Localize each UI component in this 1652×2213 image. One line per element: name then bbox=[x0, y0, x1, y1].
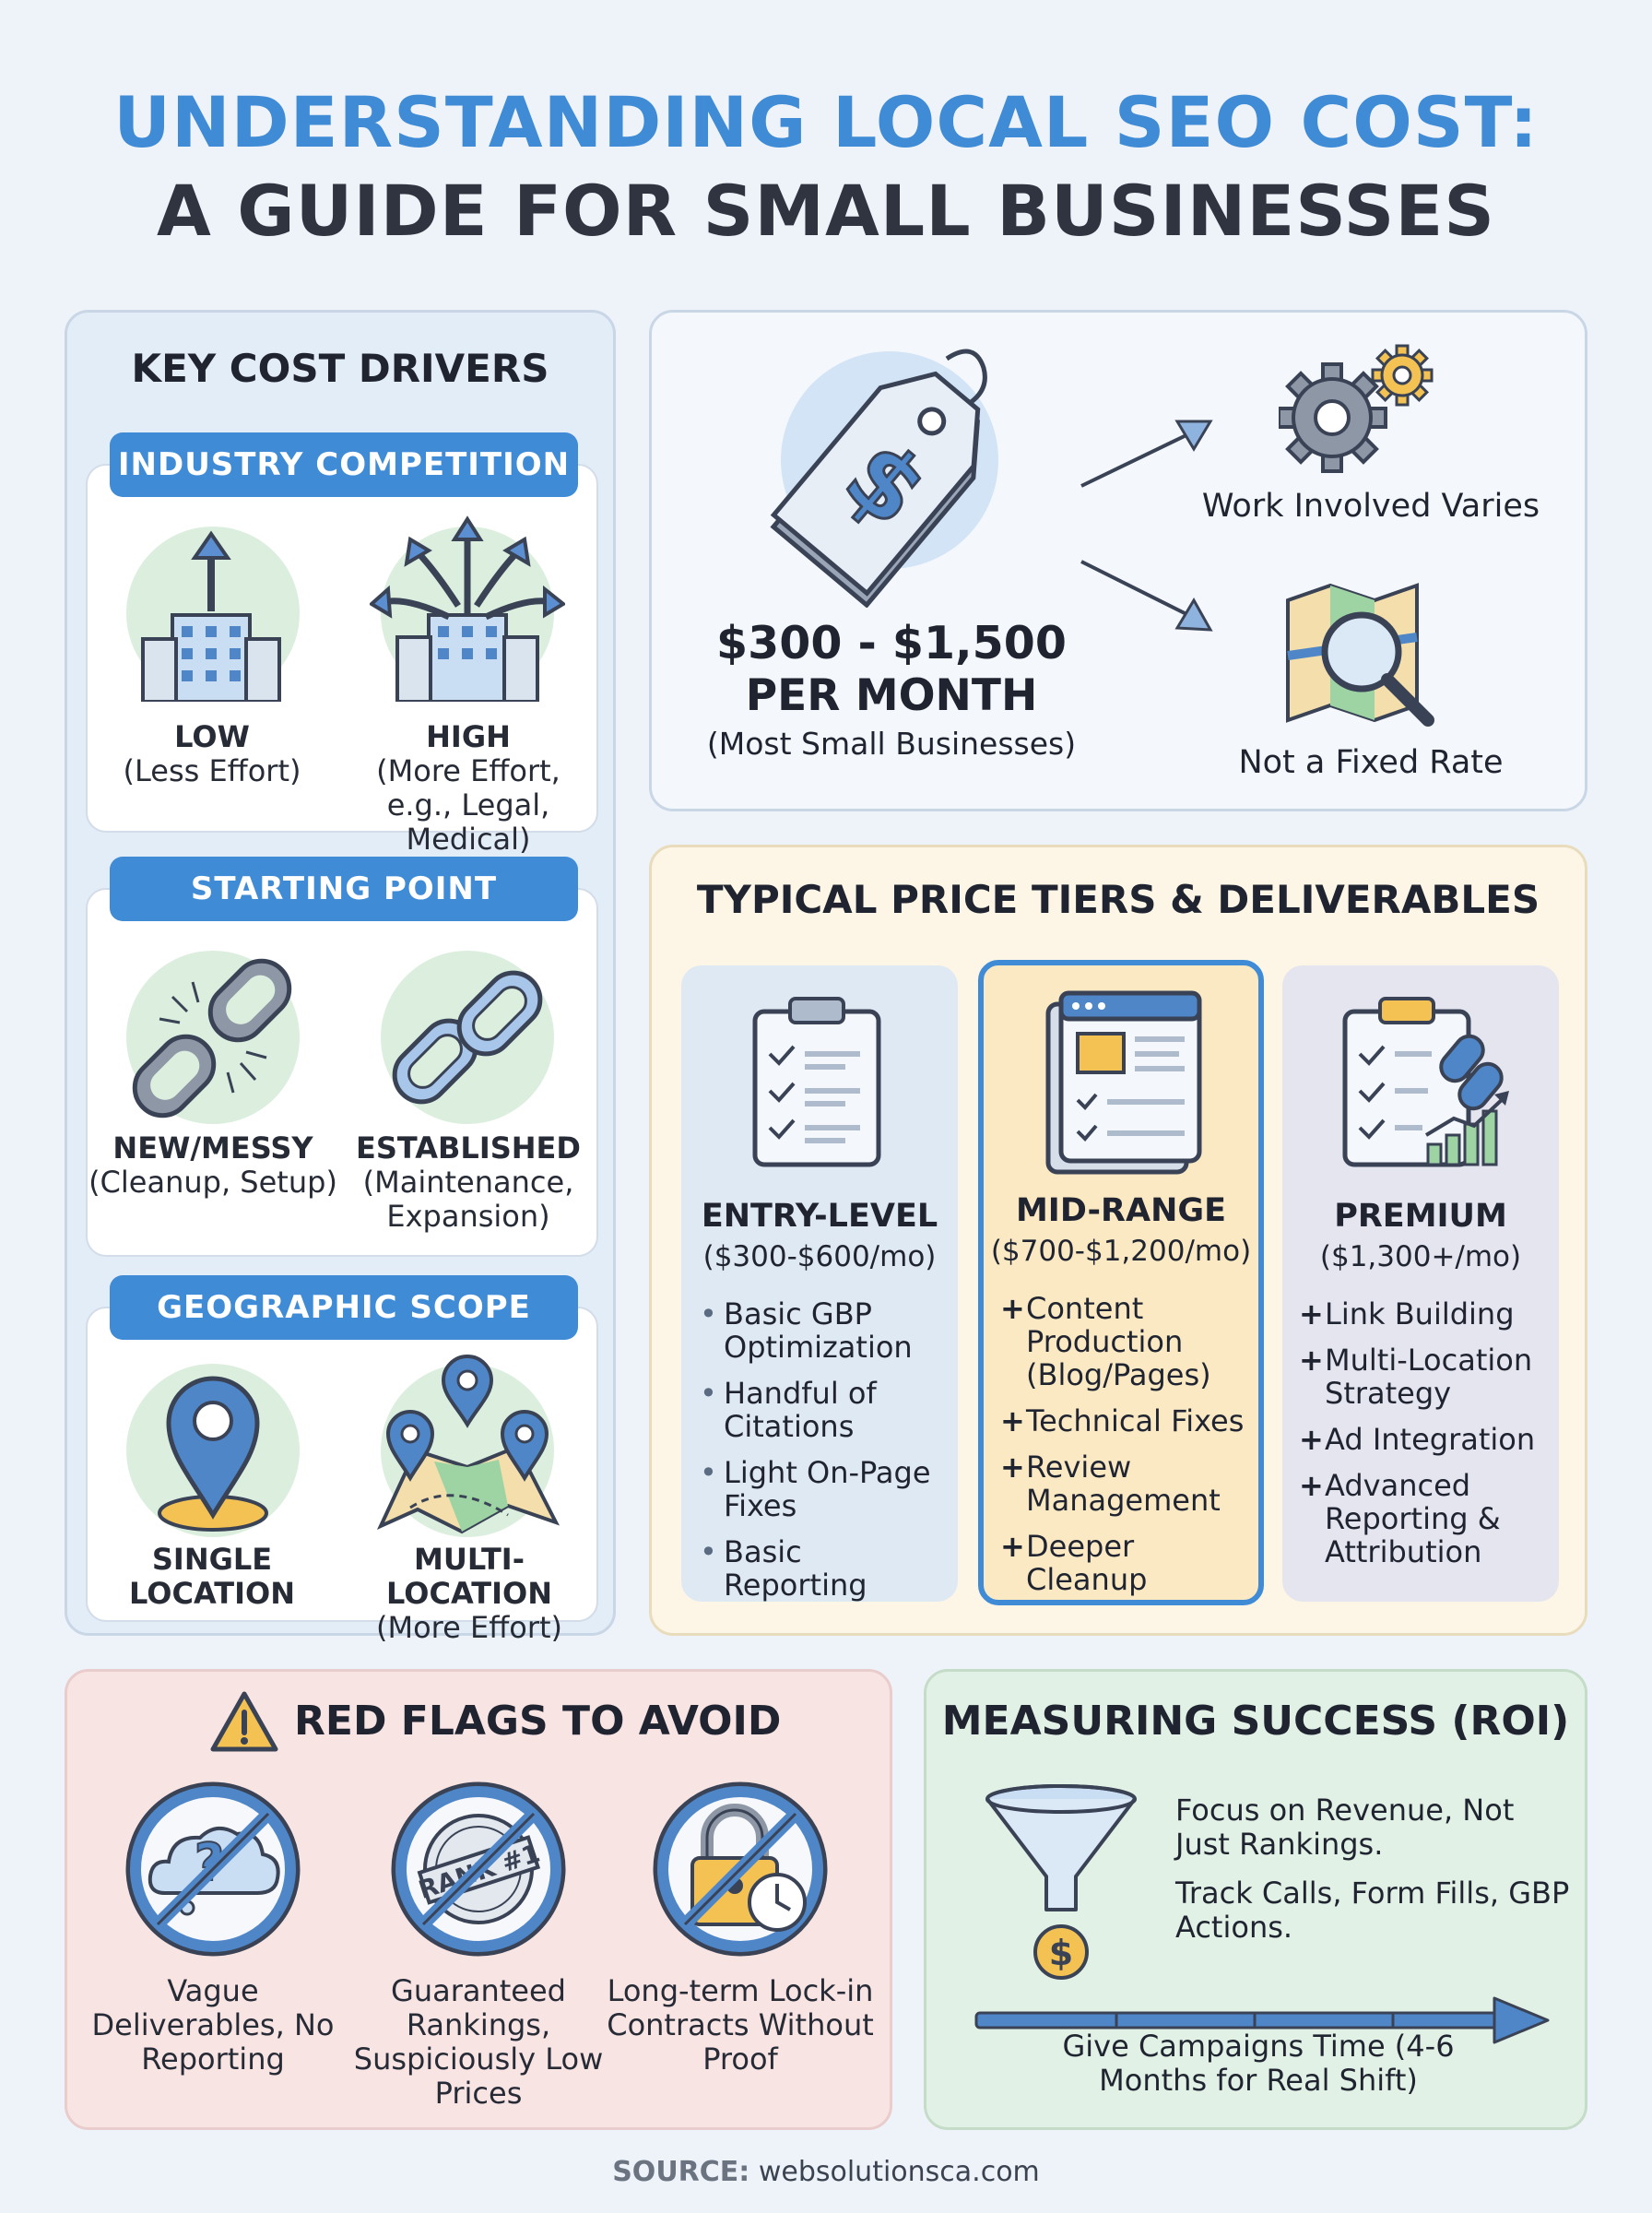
premium-tier: PREMIUM ($1,300+/mo) Link Building Multi… bbox=[1282, 965, 1559, 1602]
source-line: SOURCE: websolutionsca.com bbox=[0, 2156, 1652, 2188]
entry-level-tier: ENTRY-LEVEL ($300-$600/mo) Basic GBP Opt… bbox=[681, 965, 958, 1602]
roi-panel: MEASURING SUCCESS (ROI) $ Focus on Reven… bbox=[924, 1669, 1587, 2130]
entry-level-price: ($300-$600/mo) bbox=[702, 1240, 937, 1273]
starting-point-card: STARTING POINT NEW/MESSY (Cleanup, Setup… bbox=[86, 857, 598, 1257]
checklist-clipboard-icon bbox=[752, 997, 881, 1167]
multi-location-title: MULTI-LOCATION bbox=[386, 1542, 552, 1611]
key-cost-drivers-panel: KEY COST DRIVERS INDUSTRY COMPETITION LO… bbox=[65, 310, 616, 1645]
premium-list: Link Building Multi-Location Strategy Ad… bbox=[1299, 1297, 1550, 1581]
list-item: Deeper Cleanup bbox=[1000, 1530, 1249, 1596]
funnel-icon: $ bbox=[985, 1784, 1137, 1980]
building-multi-arrow-icon bbox=[370, 515, 565, 702]
broken-chain-icon bbox=[132, 958, 292, 1118]
vague-deliverables-label: Vague Deliverables, No Reporting bbox=[91, 1973, 335, 2077]
established-title: ESTABLISHED bbox=[356, 1130, 581, 1166]
work-varies-label: Work Involved Varies bbox=[1201, 488, 1540, 525]
multi-location-subtitle: (More Effort) bbox=[375, 1610, 562, 1645]
vague-cloud-icon: ? bbox=[125, 1781, 301, 1957]
lock-in-contracts-label: Long-term Lock-in Contracts Without Proo… bbox=[607, 1973, 874, 2077]
campaign-time-text: Give Campaigns Time (4-6 Months for Real… bbox=[1062, 2029, 1455, 2098]
established-subtitle: (Maintenance, Expansion) bbox=[362, 1165, 574, 1234]
map-magnifier-icon bbox=[1286, 583, 1434, 727]
not-fixed-rate-label: Not a Fixed Rate bbox=[1238, 744, 1504, 781]
mid-range-list: Content Production (Blog/Pages) Technica… bbox=[1000, 1292, 1249, 1609]
price-tiers-panel: TYPICAL PRICE TIERS & DELIVERABLES ENTRY… bbox=[649, 845, 1587, 1636]
premium-name: PREMIUM bbox=[1334, 1198, 1507, 1235]
focus-revenue-text: Focus on Revenue, Not Just Rankings. bbox=[1175, 1793, 1515, 1862]
high-title: HIGH bbox=[426, 719, 511, 754]
geographic-scope-card: GEOGRAPHIC SCOPE SINGLE LOCATION bbox=[86, 1275, 598, 1645]
low-subtitle: (Less Effort) bbox=[123, 753, 301, 788]
mid-range-price: ($700-$1,200/mo) bbox=[990, 1235, 1252, 1268]
geographic-scope-pill: GEOGRAPHIC SCOPE bbox=[110, 1275, 578, 1340]
guaranteed-rankings-label: Guaranteed Rankings, Suspiciously Low Pr… bbox=[353, 1973, 604, 2111]
key-cost-drivers-heading: KEY COST DRIVERS bbox=[131, 346, 549, 391]
timeline-arrow-icon bbox=[974, 1996, 1550, 2044]
mid-range-tier: MID-RANGE ($700-$1,200/mo) Content Produ… bbox=[978, 960, 1264, 1605]
price-range: $300 - $1,500 bbox=[716, 617, 1067, 669]
svg-text:$: $ bbox=[1049, 1933, 1073, 1973]
gears-icon bbox=[1279, 344, 1434, 473]
list-item: Basic Reporting bbox=[698, 1535, 949, 1602]
warning-icon bbox=[210, 1691, 278, 1752]
low-title: LOW bbox=[174, 719, 250, 754]
industry-competition-pill: INDUSTRY COMPETITION bbox=[110, 432, 578, 497]
content-pages-icon bbox=[1045, 990, 1202, 1175]
list-item: Ad Integration bbox=[1299, 1423, 1550, 1456]
source-link[interactable]: websolutionsca.com bbox=[758, 2156, 1040, 2188]
single-location-title: SINGLE LOCATION bbox=[129, 1542, 295, 1611]
padlock-clock-icon bbox=[653, 1781, 828, 1957]
building-arrow-icon bbox=[141, 530, 281, 702]
track-calls-text: Track Calls, Form Fills, GBP Actions. bbox=[1175, 1876, 1570, 1945]
list-item: Technical Fixes bbox=[1000, 1404, 1249, 1438]
price-tag-icon: $ bbox=[770, 349, 998, 608]
list-item: Link Building bbox=[1299, 1297, 1550, 1331]
entry-level-name: ENTRY-LEVEL bbox=[701, 1198, 938, 1235]
source-label: SOURCE: bbox=[612, 2156, 750, 2188]
multi-pin-map-icon bbox=[376, 1355, 560, 1534]
price-tiers-heading: TYPICAL PRICE TIERS & DELIVERABLES bbox=[696, 877, 1540, 922]
title-line-2: A GUIDE FOR SMALL BUSINESSES bbox=[157, 170, 1495, 252]
new-messy-title: NEW/MESSY bbox=[112, 1130, 313, 1166]
entry-level-list: Basic GBP Optimization Handful of Citati… bbox=[698, 1297, 949, 1615]
high-subtitle: (More Effort, e.g., Legal, Medical) bbox=[376, 753, 560, 857]
chain-link-icon bbox=[392, 970, 543, 1105]
roi-heading: MEASURING SUCCESS (ROI) bbox=[941, 1698, 1570, 1745]
price-period: PER MONTH bbox=[745, 670, 1038, 721]
new-messy-subtitle: (Cleanup, Setup) bbox=[88, 1165, 337, 1200]
list-item: Multi-Location Strategy bbox=[1299, 1343, 1550, 1410]
links-growth-icon bbox=[1342, 997, 1509, 1167]
price-note: (Most Small Businesses) bbox=[706, 726, 1077, 762]
list-item: Advanced Reporting & Attribution bbox=[1299, 1469, 1550, 1568]
list-item: Basic GBP Optimization bbox=[698, 1297, 949, 1364]
list-item: Handful of Citations bbox=[698, 1377, 949, 1443]
premium-price: ($1,300+/mo) bbox=[1319, 1240, 1522, 1273]
list-item: Content Production (Blog/Pages) bbox=[1000, 1292, 1249, 1391]
arrows-icon bbox=[1080, 420, 1213, 632]
price-range-panel: $ $300 - $1,500 PER MONTH (Most Small Bu… bbox=[649, 310, 1587, 811]
starting-point-pill: STARTING POINT bbox=[110, 857, 578, 921]
red-flags-panel: RED FLAGS TO AVOID ? Vague Deliverables,… bbox=[65, 1669, 892, 2130]
list-item: Review Management bbox=[1000, 1450, 1249, 1517]
mid-range-name: MID-RANGE bbox=[1015, 1192, 1227, 1229]
industry-competition-card: INDUSTRY COMPETITION LOW (Less Effort) bbox=[86, 432, 598, 857]
map-pin-icon bbox=[158, 1376, 268, 1532]
red-flags-heading: RED FLAGS TO AVOID bbox=[294, 1698, 782, 1745]
title-line-1: UNDERSTANDING LOCAL SEO COST: bbox=[113, 81, 1539, 163]
list-item: Light On-Page Fixes bbox=[698, 1456, 949, 1522]
guarantee-stamp-icon: RANK #1 bbox=[391, 1781, 566, 1957]
